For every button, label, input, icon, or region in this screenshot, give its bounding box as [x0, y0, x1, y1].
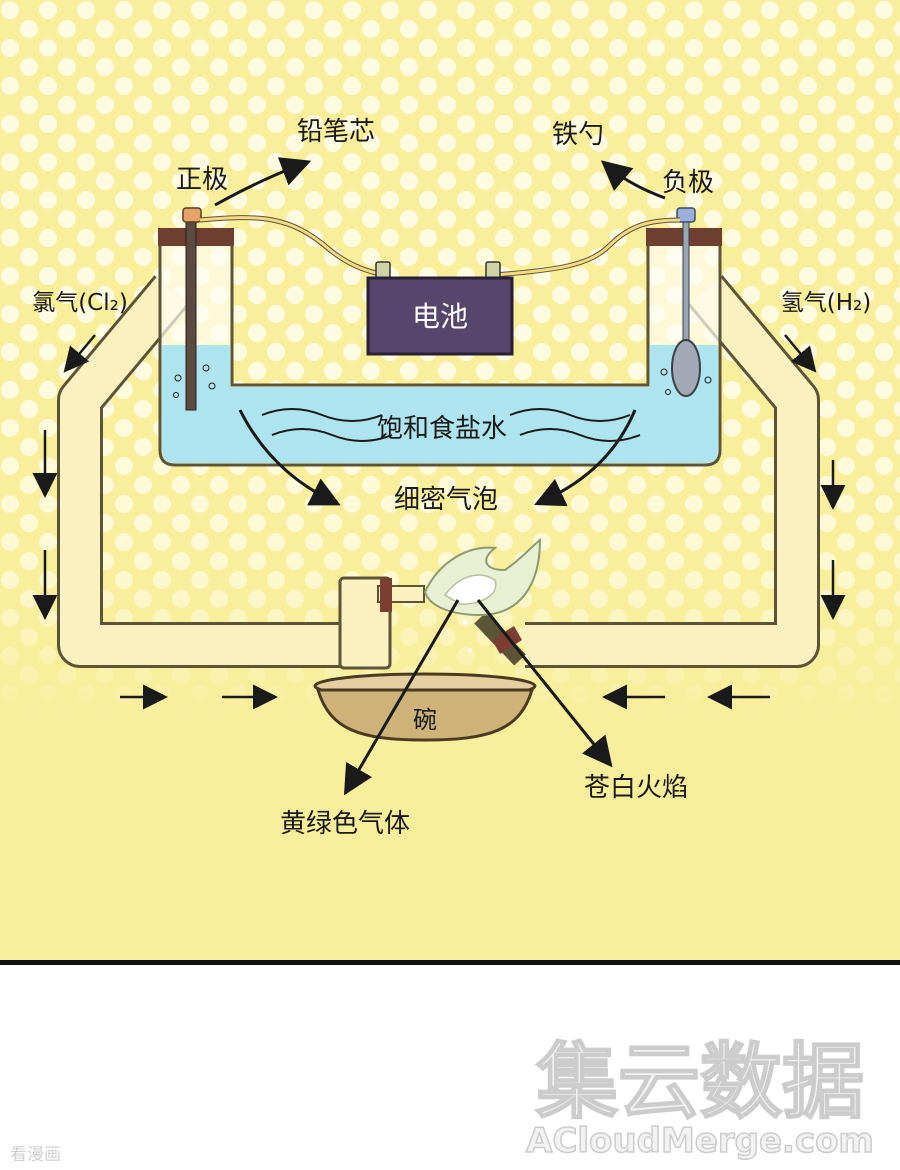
panel-border	[0, 960, 900, 965]
label-pale-flame: 苍白火焰	[584, 773, 688, 803]
label-bowl: 碗	[413, 706, 437, 734]
label-negative-electrode: 负极	[662, 168, 714, 198]
label-hydrogen: 氢气(H₂)	[781, 290, 871, 316]
label-yellow-green-gas: 黄绿色气体	[280, 809, 410, 839]
watermark-source: 看漫画	[10, 1145, 61, 1165]
brine-solution	[162, 345, 718, 463]
watermark-brand-en: ACloudMerge.com	[526, 1121, 874, 1161]
annotation-arrows	[214, 157, 666, 796]
label-fine-bubbles: 细密气泡	[394, 485, 498, 515]
battery	[366, 261, 514, 356]
label-brine: 饱和食盐水	[377, 414, 507, 444]
watermark-brand-cn: 集云数据	[535, 1035, 864, 1130]
label-chlorine: 氯气(Cl₂)	[32, 290, 128, 316]
gas-pipe-left	[57, 275, 425, 670]
pale-flame-icon	[423, 537, 542, 652]
u-tube-cell	[158, 228, 722, 467]
battery-label: 电池	[412, 300, 468, 333]
bowl-icon	[313, 672, 537, 742]
label-positive-electrode: 正极	[176, 165, 228, 195]
pencil-electrode	[173, 207, 216, 411]
iron-spoon-electrode	[660, 207, 712, 397]
gas-flow-arrows	[32, 334, 846, 710]
gas-pipe-right	[474, 275, 820, 668]
label-iron-spoon: 铁勺	[552, 120, 604, 150]
label-pencil-core: 铅笔芯	[297, 117, 375, 147]
